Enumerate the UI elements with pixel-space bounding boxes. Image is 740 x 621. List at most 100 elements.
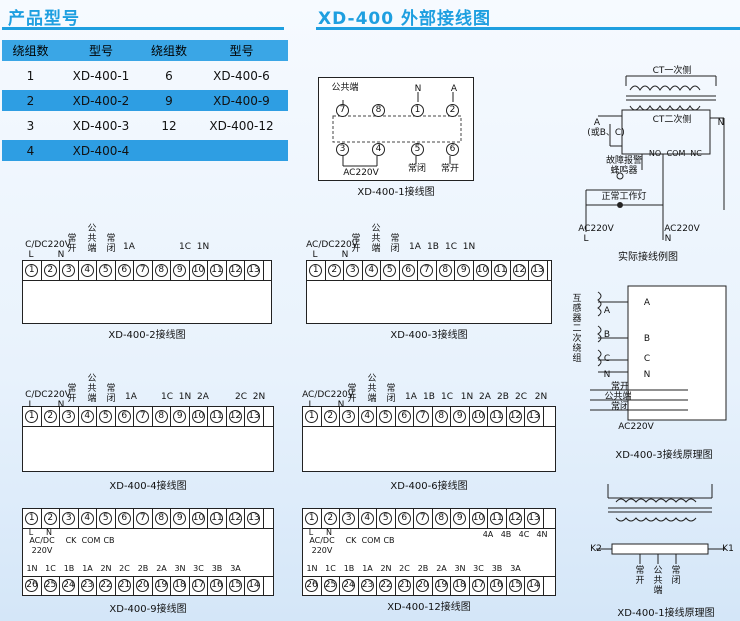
bottom-terminal-label: 2B (417, 564, 429, 573)
pin-cell: 2 (322, 509, 340, 528)
pin-separator (23, 528, 273, 529)
l-label: L (312, 250, 318, 260)
power-label: C/DC220V (25, 240, 71, 250)
pin-cell: 16 (208, 576, 227, 595)
caption-d2: XD-400-2接线图 (108, 330, 186, 341)
caption-d1: XD-400-1接线图 (357, 187, 435, 198)
nc-label: 常闭 (386, 384, 396, 404)
bottom-terminal-label: 1C (45, 564, 56, 573)
terminal-pin: 7 (136, 512, 150, 525)
terminal-pin: 5 (99, 264, 113, 277)
alarm-label: 故障报警 (605, 156, 642, 166)
ac-n-label: AC220V (664, 224, 700, 234)
terminal-pin: 24 (62, 579, 76, 592)
example-wiring: CT一次侧 CT二次侧 A (或B、C) N NO COM NC 故障报警 蜂鸣… (568, 60, 740, 260)
pin-cell: 15 (227, 576, 245, 595)
pin-cell: 5 (97, 261, 116, 280)
bottom-terminal-label: 1A (82, 564, 93, 573)
terminal-pin: 4 (80, 264, 94, 277)
pin-cell: 13 (525, 407, 544, 426)
top-terminal-label: 4C (518, 530, 530, 539)
pin-cell: 7 (418, 261, 437, 280)
pin-separator (23, 426, 273, 427)
n-label: N (341, 250, 349, 260)
pin-cell: 6 (400, 261, 418, 280)
b-label: B (603, 330, 611, 340)
ac-label: AC220V (343, 168, 379, 178)
terminal-label: 2N (252, 392, 266, 402)
terminal-pin: 9 (453, 410, 467, 423)
c-right-label: C (643, 354, 651, 364)
terminal-pin: 25 (323, 579, 337, 592)
pin-cell: 6 (116, 261, 134, 280)
pin-cell: 6 (116, 509, 134, 528)
no-label: 常开 (67, 384, 77, 404)
caption-example: 实际接线例图 (618, 252, 678, 263)
terminal-pin: 12 (508, 410, 522, 423)
bottom-terminal-label: 3C (473, 564, 484, 573)
terminal-label: 1C (178, 242, 191, 252)
pin-separator (307, 280, 551, 281)
no-label: 常开 (67, 234, 77, 254)
com-label: 公共端 (367, 374, 377, 404)
cell: XD-400-4 (59, 140, 143, 161)
pin-cell: 4 (79, 407, 97, 426)
pin-cell: 12 (507, 407, 525, 426)
pin-cell: 3 (340, 407, 359, 426)
pin-cell: 8 (153, 407, 171, 426)
cell: 9 (143, 90, 195, 111)
terminal-pin: 2 (323, 512, 337, 525)
bottom-terminal-label: 3B (211, 564, 223, 573)
terminal-label: 1B (427, 242, 439, 252)
terminal-pin: 14 (527, 579, 541, 592)
l-label: L (28, 400, 34, 410)
l-label: L (28, 250, 34, 260)
bottom-terminal-label: 3B (491, 564, 503, 573)
terminal-pin: 4 (80, 410, 94, 423)
terminal-pin: 6 (401, 264, 415, 277)
terminal-pin: 11 (494, 264, 508, 277)
com-label: 公共端 (604, 392, 632, 402)
no-label: 常开 (635, 566, 645, 586)
pin-cell: 6 (116, 407, 134, 426)
caption-d4: XD-400-4接线图 (109, 481, 187, 492)
ac-label: AC220V (618, 422, 654, 432)
terminal-pin: 8 (154, 410, 168, 423)
bottom-terminal-label: 2C (119, 564, 130, 573)
com-label: 公共端 (331, 83, 359, 93)
pin: 4 (372, 143, 385, 156)
terminal-pin: 21 (397, 579, 411, 592)
pin-cell: 11 (488, 407, 507, 426)
terminal-pin: 1 (25, 264, 39, 277)
pin-cell: 7 (134, 509, 153, 528)
pin-cell: 14 (245, 576, 264, 595)
terminal-pin: 4 (80, 512, 94, 525)
cell: XD-400-2 (59, 90, 143, 111)
terminal-pin: 6 (397, 512, 411, 525)
pin-cell: 12 (227, 261, 245, 280)
bottom-terminal-label: 2A (156, 564, 167, 573)
th: 绕组数 (2, 40, 59, 61)
l-label: L (28, 528, 34, 537)
pin-cell: 19 (153, 576, 171, 595)
nc-label: 常闭 (106, 384, 116, 404)
com-label: 公共端 (653, 566, 663, 596)
com-label: 公共端 (87, 374, 97, 404)
cell: XD-400-12 (209, 118, 274, 133)
pin-cell: 21 (116, 576, 134, 595)
terminal-pin: 3 (62, 410, 76, 423)
com-label: 公共端 (371, 224, 381, 254)
nc-label: NC (690, 149, 702, 158)
nc-label: 常闭 (671, 566, 681, 586)
cell: 4 (2, 140, 59, 161)
terminal-pin: 9 (173, 410, 187, 423)
pin-cell: 2 (42, 407, 60, 426)
pin-cell: 25 (322, 576, 340, 595)
wiring-title: XD-400 外部接线图 (318, 9, 491, 29)
